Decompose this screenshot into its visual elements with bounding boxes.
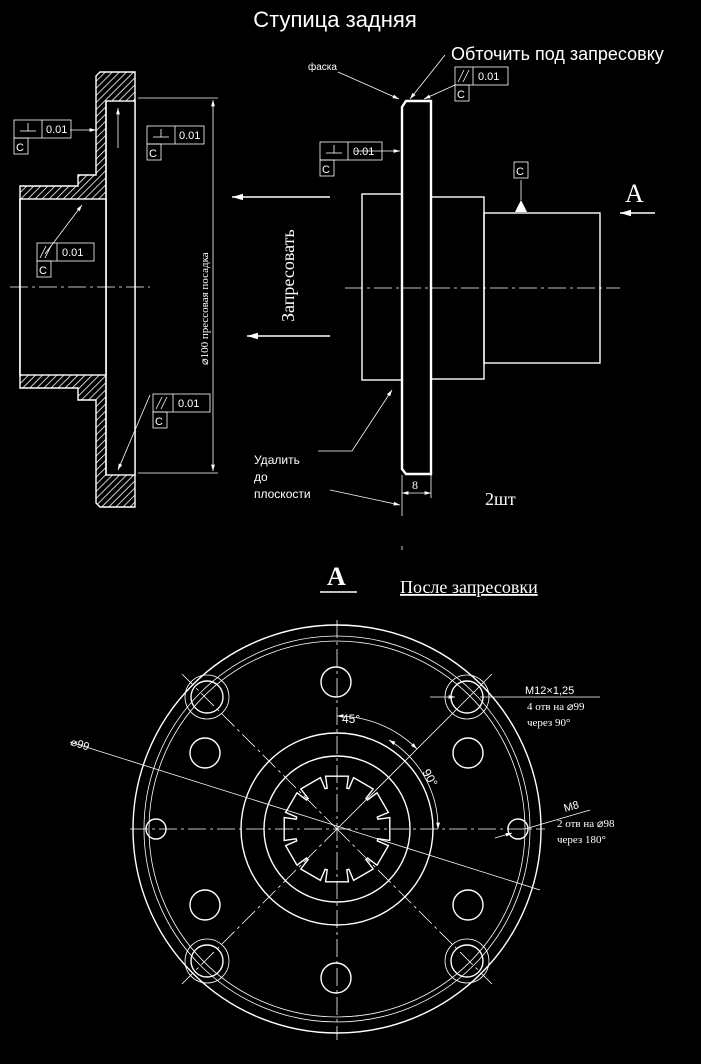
- m12-hole-4-thread: [444, 938, 490, 984]
- holes-m12-count: 4 отв на ⌀99: [527, 701, 585, 713]
- m12-hole-1-thread: [184, 674, 230, 720]
- right-tol-frame-par: 0.01 C: [454, 66, 509, 102]
- left-tol-frame-perp-2: 0.01 C: [146, 125, 205, 161]
- svg-text:0.01: 0.01: [478, 71, 499, 83]
- svg-text:C: C: [322, 164, 330, 176]
- datum-c-right: C: [516, 166, 524, 178]
- hole-6: [320, 962, 352, 994]
- remove-label-2: до: [254, 470, 268, 484]
- right-tol-frame-perp: 0.01 C: [319, 141, 383, 177]
- spline-bore: [283, 775, 391, 883]
- m12-hole-1: [190, 680, 224, 714]
- bottom-view-a: A После запресовки ⌀99 45° 90° М12×1,25 …: [69, 562, 615, 1040]
- remove-label-1: Удалить: [254, 453, 300, 467]
- hole-4: [189, 889, 221, 921]
- left-tol-frame-par-2: 0.01 C: [152, 393, 211, 429]
- thread-m8-label: М8: [563, 799, 581, 815]
- bottom-caption: После запресовки: [400, 577, 538, 597]
- tol-perp-value: 0.01: [46, 124, 67, 136]
- right-shaft-view: C A фаска Обточить под запресовку Удалит…: [254, 44, 664, 560]
- svg-text:C: C: [39, 265, 47, 277]
- left-tol-frame-par: 0.01 C: [36, 242, 95, 278]
- remove-label-3: плоскости: [254, 487, 311, 501]
- svg-text:C: C: [155, 416, 163, 428]
- left-section-view: ⌀100 прессовая посадка: [10, 71, 218, 508]
- svg-text:0.01: 0.01: [62, 247, 83, 259]
- angle-45-label: 45°: [342, 712, 360, 726]
- holes-m8-count: 2 отв на ⌀98: [557, 818, 615, 830]
- m12-hole-4: [450, 944, 484, 978]
- datum-c: C: [16, 142, 24, 154]
- svg-text:0.01: 0.01: [179, 130, 200, 142]
- m12-hole-3: [190, 944, 224, 978]
- press-direction: Запресовать: [232, 193, 330, 340]
- m8-hole-2: [145, 818, 167, 840]
- thickness-dim: 8: [412, 478, 418, 492]
- chamfer-label: фаска: [308, 61, 337, 73]
- m8-hole-1: [507, 818, 529, 840]
- diameter-label: ⌀100 прессовая посадка: [199, 252, 211, 365]
- holes-m8-spacing: через 180°: [557, 834, 606, 846]
- bottom-view-letter: A: [327, 562, 346, 591]
- machine-label: Обточить под запресовку: [451, 44, 664, 64]
- hole-2: [189, 737, 221, 769]
- press-label: Запресовать: [278, 229, 298, 322]
- hole-1: [320, 666, 352, 698]
- hole-3: [452, 737, 484, 769]
- holes-m12-spacing: через 90°: [527, 717, 570, 729]
- view-letter-a: A: [625, 179, 644, 208]
- quantity-label: 2шт: [485, 489, 516, 509]
- svg-text:C: C: [457, 89, 465, 101]
- dia-label: ⌀99: [69, 736, 91, 753]
- left-tol-frame-perp: 0.01 C: [13, 119, 72, 155]
- svg-text:0.01: 0.01: [178, 398, 199, 410]
- thread-m12-label: М12×1,25: [525, 685, 574, 697]
- page-title: Ступица задняя: [253, 7, 417, 32]
- hole-5: [452, 889, 484, 921]
- svg-text:0.01: 0.01: [353, 146, 374, 158]
- m12-hole-3-thread: [184, 938, 230, 984]
- svg-text:C: C: [149, 148, 157, 160]
